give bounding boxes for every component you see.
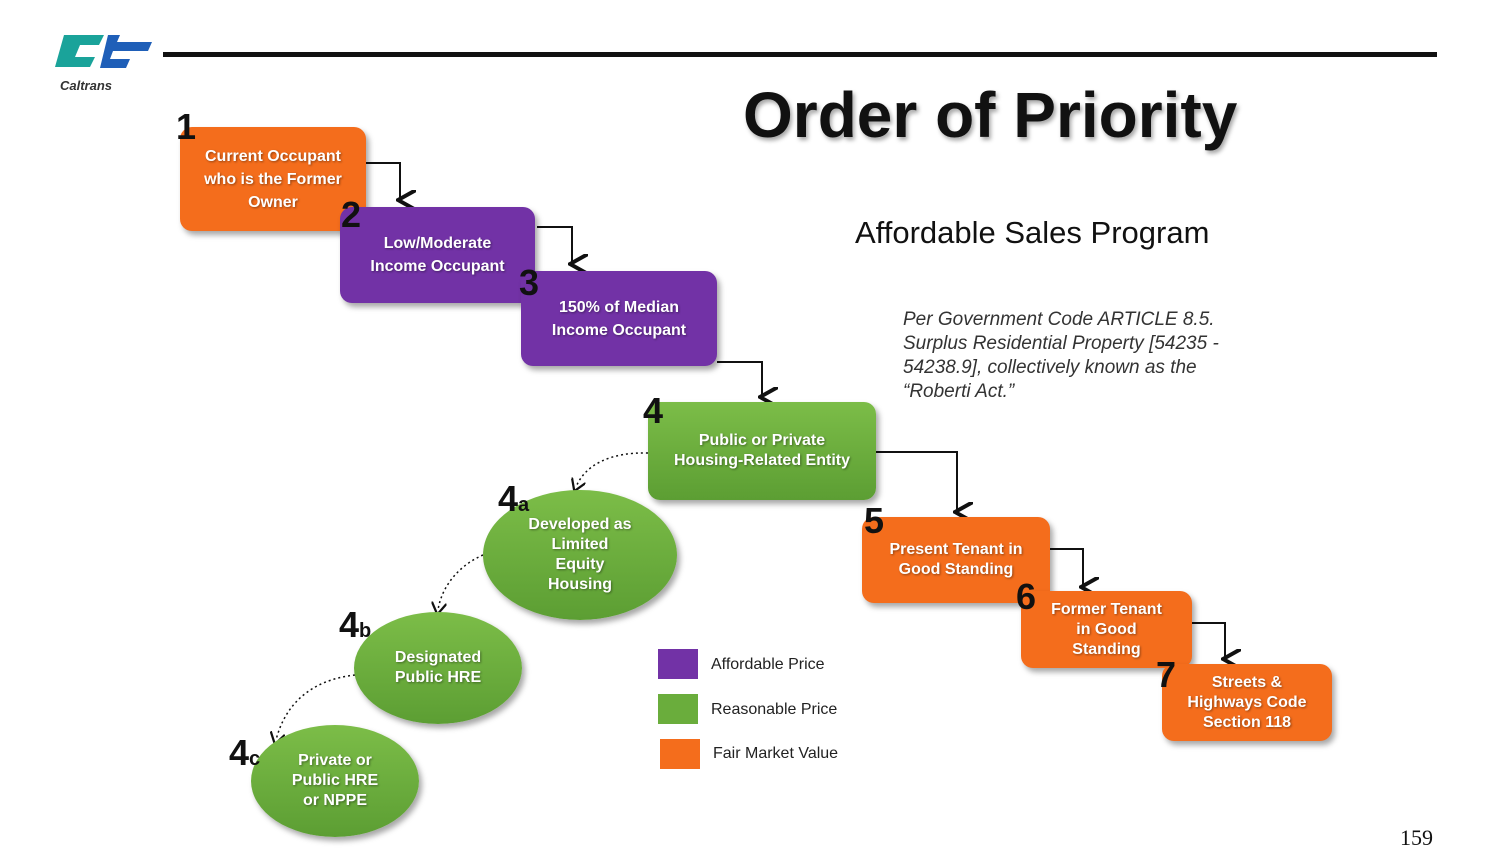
dotted-arrow-4-4a — [576, 452, 649, 487]
legend-label-affordable: Affordable Price — [711, 656, 825, 673]
step-4b-ellipse: Designated Public HRE — [354, 612, 522, 724]
step-7-number: 7 — [1156, 654, 1177, 695]
arrow-1-2 — [366, 162, 400, 200]
caltrans-logo: Caltrans — [55, 35, 152, 93]
step-3-box: 150% of Median Income Occupant — [521, 271, 717, 366]
legend-swatch-affordable — [658, 649, 698, 679]
legend-swatch-reasonable — [658, 694, 698, 724]
arrow-6-7 — [1192, 622, 1225, 659]
step-4c-number: 4 — [229, 732, 250, 773]
step-4a-ellipse: Developed as Limited Equity Housing — [483, 490, 677, 620]
step-4c-ellipse: Private or Public HRE or NPPE — [251, 725, 419, 837]
step-2-number: 2 — [341, 194, 362, 235]
step-4b-suffix: b — [359, 620, 372, 642]
step-4b-number: 4 — [339, 604, 360, 645]
step-5-box: Present Tenant in Good Standing — [862, 517, 1050, 603]
arrow-3-4 — [717, 361, 762, 397]
arrow-4-5 — [876, 451, 957, 512]
step-1-number: 1 — [176, 106, 197, 147]
step-4a-suffix: a — [518, 494, 530, 516]
header-rule — [163, 52, 1437, 57]
legend-label-fair-market: Fair Market Value — [713, 745, 839, 762]
page-number: 159 — [1400, 825, 1433, 848]
step-1-box: Current Occupant who is the Former Owner — [180, 127, 366, 231]
step-2-box: Low/Moderate Income Occupant — [340, 207, 535, 303]
step-4a-number: 4 — [498, 478, 519, 519]
legend-label-reasonable: Reasonable Price — [711, 701, 838, 718]
arrow-5-6 — [1050, 548, 1083, 587]
step-6-box: Former Tenant in Good Standing — [1021, 591, 1192, 668]
arrow-2-3 — [537, 226, 572, 264]
svg-text:Caltrans: Caltrans — [60, 78, 112, 93]
step-4-number: 4 — [643, 390, 664, 431]
step-7-box: Streets & Highways Code Section 118 — [1162, 664, 1332, 741]
legend-swatch-fair-market — [660, 739, 700, 769]
step-5-number: 5 — [864, 500, 885, 541]
step-4-box: Public or Private Housing-Related Entity — [648, 402, 876, 500]
dotted-arrow-4a-4b — [438, 554, 484, 610]
step-6-number: 6 — [1016, 576, 1037, 617]
step-4c-suffix: c — [249, 748, 261, 770]
subtitle: Affordable Sales Program — [855, 215, 1210, 250]
page-title: Order of Priority — [743, 79, 1238, 151]
step-3-number: 3 — [519, 262, 540, 303]
legal-note: Per Government Code ARTICLE 8.5. Surplus… — [903, 309, 1219, 402]
